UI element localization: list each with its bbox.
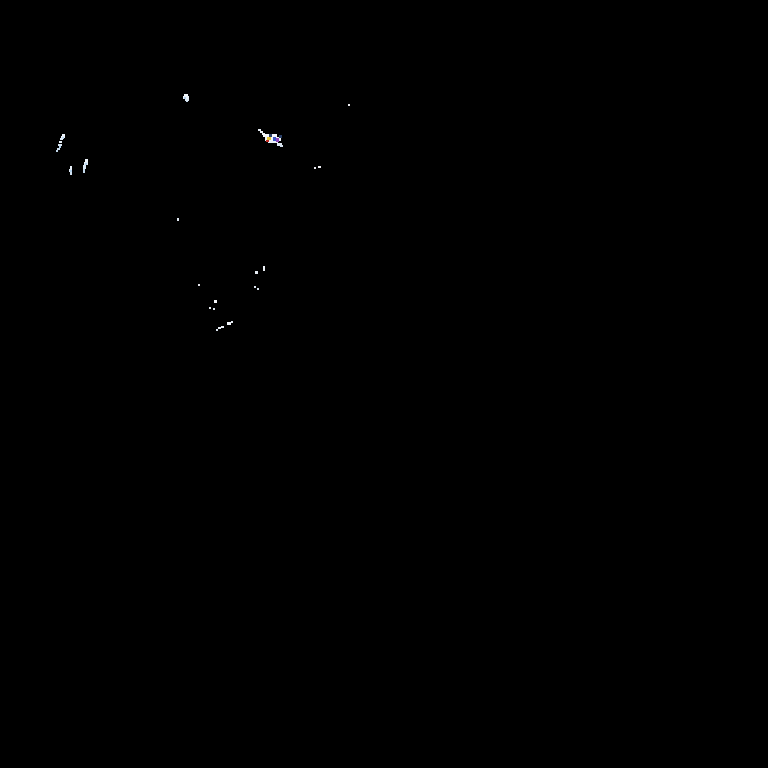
dark-scene	[56, 94, 350, 331]
